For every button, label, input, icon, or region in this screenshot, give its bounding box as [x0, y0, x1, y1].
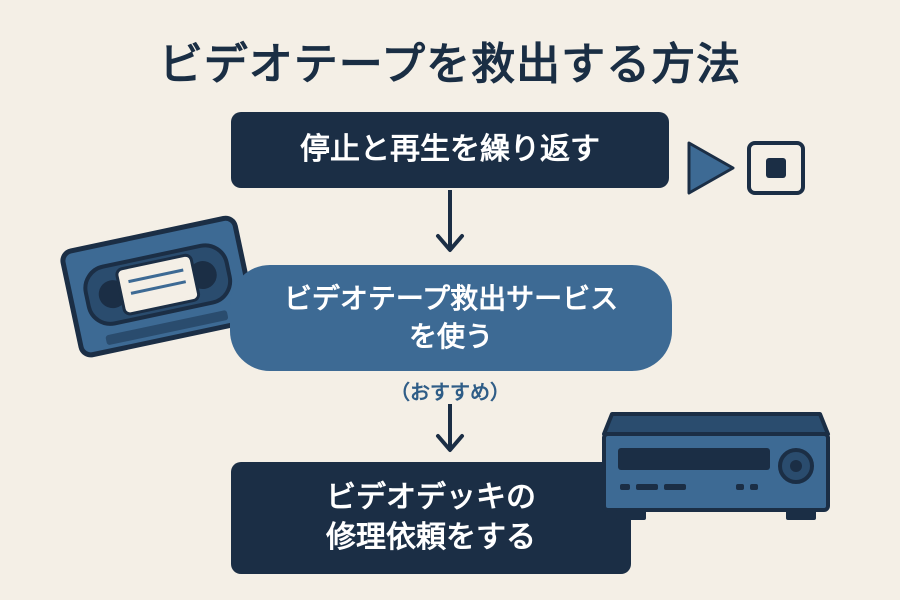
vcr-deck-icon [602, 412, 830, 520]
videotape-icon [60, 215, 256, 358]
page-title: ビデオテープを救出する方法 [158, 39, 742, 90]
step-2-label: ビデオテープ救出サービス を使う [283, 282, 619, 353]
recommend-note: （おすすめ） [390, 380, 510, 404]
arrow-down-icon [436, 190, 464, 252]
step-1-box: 停止と再生を繰り返す [231, 112, 669, 188]
arrow-down-icon [436, 404, 464, 452]
play-icon [687, 141, 735, 195]
step-3-label: ビデオデッキの 修理依頼をする [326, 479, 536, 556]
step-2-box: ビデオテープ救出サービス を使う [230, 265, 672, 371]
step-1-label: 停止と再生を繰り返す [300, 131, 600, 167]
stop-icon [747, 141, 805, 195]
step-3-box: ビデオデッキの 修理依頼をする [231, 462, 631, 574]
